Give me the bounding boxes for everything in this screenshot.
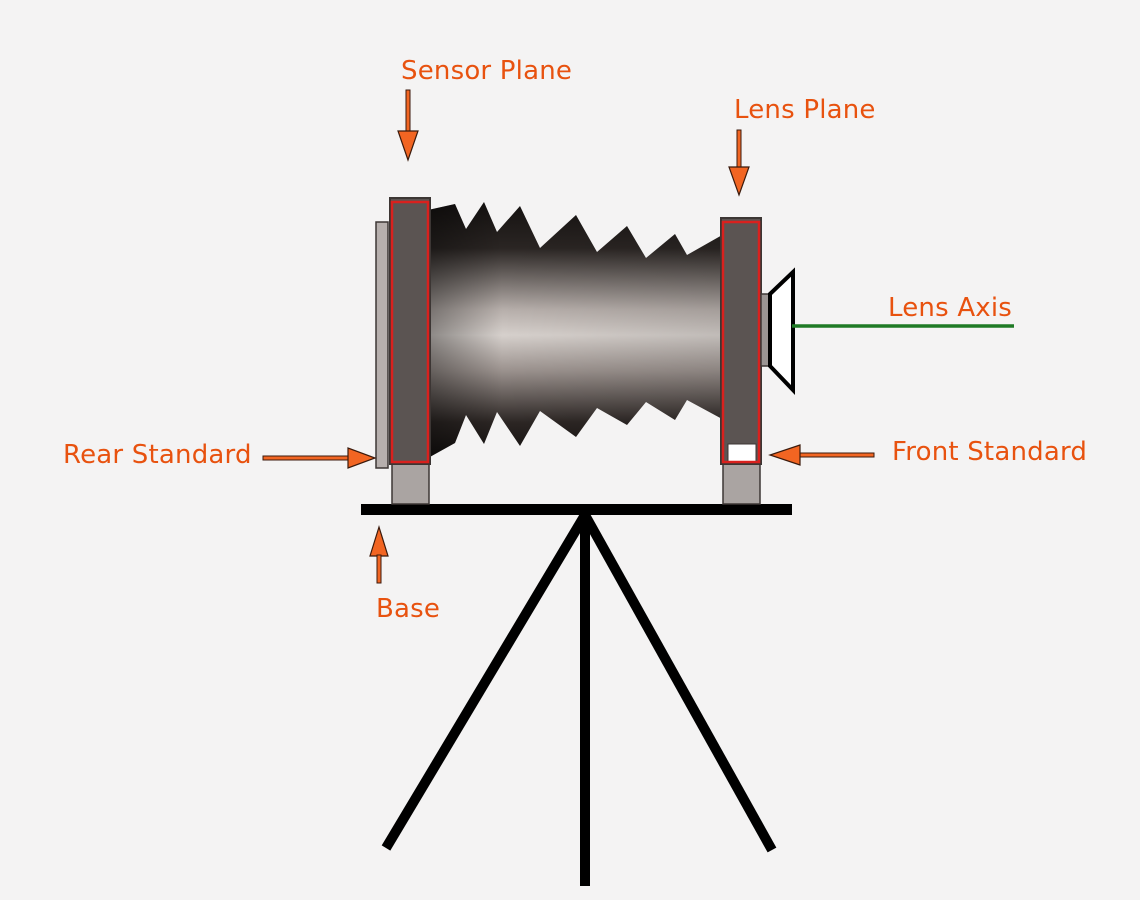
arrow-base: [369, 524, 389, 584]
tripod-leg-left: [381, 512, 590, 851]
front-standard-window: [727, 443, 757, 464]
label-rear-standard: Rear Standard: [63, 440, 252, 470]
lens-plane-edge: [721, 220, 761, 464]
arrow-rear-standard: [262, 447, 377, 469]
label-base: Base: [376, 594, 441, 624]
rear-standard-frame: [389, 197, 431, 465]
base-rail: [361, 504, 792, 515]
label-lens-plane: Lens Plane: [734, 95, 876, 125]
tripod-leg-right: [580, 512, 777, 853]
rear-standard-back-plate: [375, 221, 389, 469]
label-sensor-plane: Sensor Plane: [401, 56, 573, 86]
rear-standard-foot: [391, 463, 430, 505]
label-front-standard: Front Standard: [892, 437, 1088, 467]
lens-element: [768, 267, 795, 395]
arrow-sensor-plane: [397, 89, 419, 162]
arrow-front-standard: [768, 444, 875, 466]
front-standard-foot: [722, 463, 761, 505]
sensor-plane-edge: [390, 200, 430, 464]
tripod: [381, 512, 777, 886]
bellows: [428, 202, 724, 458]
arrow-lens-plane: [728, 129, 750, 197]
front-standard-frame: [720, 217, 762, 465]
label-lens-axis: Lens Axis: [888, 293, 1013, 323]
